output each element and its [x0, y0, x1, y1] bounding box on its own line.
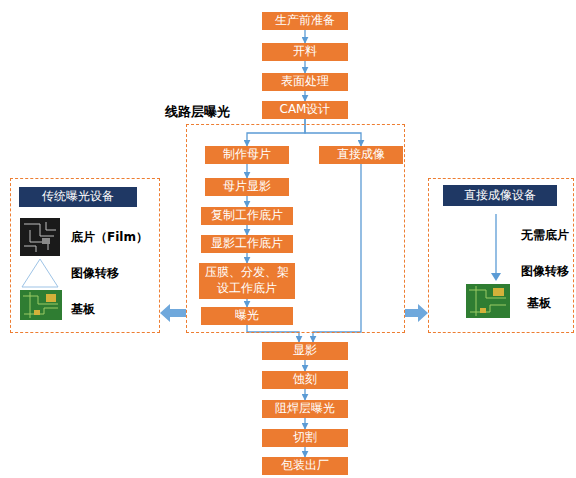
process-box: 蚀刻	[262, 371, 348, 389]
cone-line	[22, 287, 58, 288]
box-label: 直接成像设备	[464, 188, 536, 204]
box-label: 曝光	[235, 308, 259, 324]
process-box: 阻焊层曝光	[262, 400, 348, 418]
flow-arrow	[246, 299, 247, 307]
equipment-panel: 无需底片图像转移基板 直接成像设备	[428, 178, 574, 333]
block-arrow	[160, 304, 186, 322]
flow-arrow	[304, 61, 305, 73]
region-heading: 线路层曝光	[165, 103, 230, 121]
box-label: 制作母片	[223, 147, 271, 163]
box-label: 表面处理	[281, 74, 329, 90]
block-arrow	[405, 304, 428, 322]
process-box: 切割	[262, 429, 348, 447]
board-image	[20, 290, 62, 320]
film-traces	[24, 222, 56, 252]
box-label: 包装出厂	[281, 458, 329, 474]
stage-region: 线路层曝光制作母片母片显影复制工作底片显影工作底片压膜、分发、架设工作底片曝光直…	[186, 124, 405, 333]
transfer-head	[491, 273, 501, 281]
process-box: 表面处理	[262, 73, 348, 91]
panel-header: 传统曝光设备	[19, 187, 137, 207]
box-label: 母片显影	[223, 179, 271, 195]
box-label: 生产前准备	[275, 13, 335, 29]
board-chip	[46, 294, 56, 302]
process-box: 显影	[262, 342, 348, 360]
board-image	[466, 284, 510, 318]
panel-text: 图像转移	[71, 265, 119, 282]
film-frame	[20, 218, 60, 256]
box-label: 复制工作底片	[211, 208, 283, 224]
panel-text: 底片（Film）	[71, 229, 148, 246]
film-image	[20, 218, 60, 256]
panel-text: 无需底片	[521, 227, 569, 244]
flow-arrow	[304, 447, 305, 457]
transfer-cone	[22, 259, 58, 287]
box-label: CAM设计	[280, 102, 331, 118]
box-label: 开料	[293, 44, 317, 60]
process-box: 生产前准备	[262, 12, 348, 30]
board-base	[20, 290, 62, 320]
box-label: 显影工作底片	[211, 236, 283, 252]
process-box: 曝光	[201, 307, 293, 325]
flow-arrow	[246, 164, 247, 178]
cone-line	[22, 259, 40, 287]
board-traces	[469, 286, 506, 316]
panel-header: 直接成像设备	[443, 185, 557, 206]
process-box: CAM设计	[262, 101, 348, 119]
flow-arrow	[313, 164, 361, 342]
board-traces	[23, 292, 58, 318]
box-label: 切割	[293, 430, 317, 446]
panel-text: 基板	[71, 301, 95, 318]
box-label: 压膜、分发、架设工作底片	[202, 265, 292, 296]
box-label: 显影	[293, 343, 317, 359]
flow-arrow	[246, 253, 247, 263]
box-label: 蚀刻	[293, 372, 317, 388]
flow-arrow	[246, 196, 247, 207]
direct-arrow	[491, 214, 501, 281]
box-label: 阻焊层曝光	[275, 401, 335, 417]
board-pad	[480, 308, 486, 313]
box-label: 传统曝光设备	[42, 189, 114, 205]
flow-arrow	[304, 418, 305, 429]
process-box: 开料	[262, 43, 348, 61]
board-chip	[493, 288, 504, 296]
flow-arrow	[304, 389, 305, 400]
process-box: 直接成像	[319, 146, 403, 164]
process-box: 压膜、分发、架设工作底片	[199, 263, 295, 299]
cone-line	[40, 259, 58, 287]
process-box: 制作母片	[205, 146, 289, 164]
process-box: 母片显影	[205, 178, 289, 196]
flow-arrow	[247, 325, 299, 342]
equipment-panel: 底片（Film） 图像转移基板 传统曝光设备	[10, 178, 160, 333]
box-label: 直接成像	[337, 147, 385, 163]
transfer-line	[495, 214, 496, 274]
flow-arrow	[304, 360, 305, 371]
panel-text: 图像转移	[521, 263, 569, 280]
film-pad	[42, 238, 50, 244]
process-box: 显影工作底片	[201, 235, 293, 253]
board-base	[466, 284, 510, 318]
flow-arrow	[246, 225, 247, 235]
board-pad	[34, 310, 40, 315]
flow-arrow	[304, 91, 305, 101]
process-box: 复制工作底片	[201, 207, 293, 225]
flow-arrow	[304, 30, 305, 43]
process-box: 包装出厂	[262, 457, 348, 475]
panel-text: 基板	[527, 295, 551, 312]
